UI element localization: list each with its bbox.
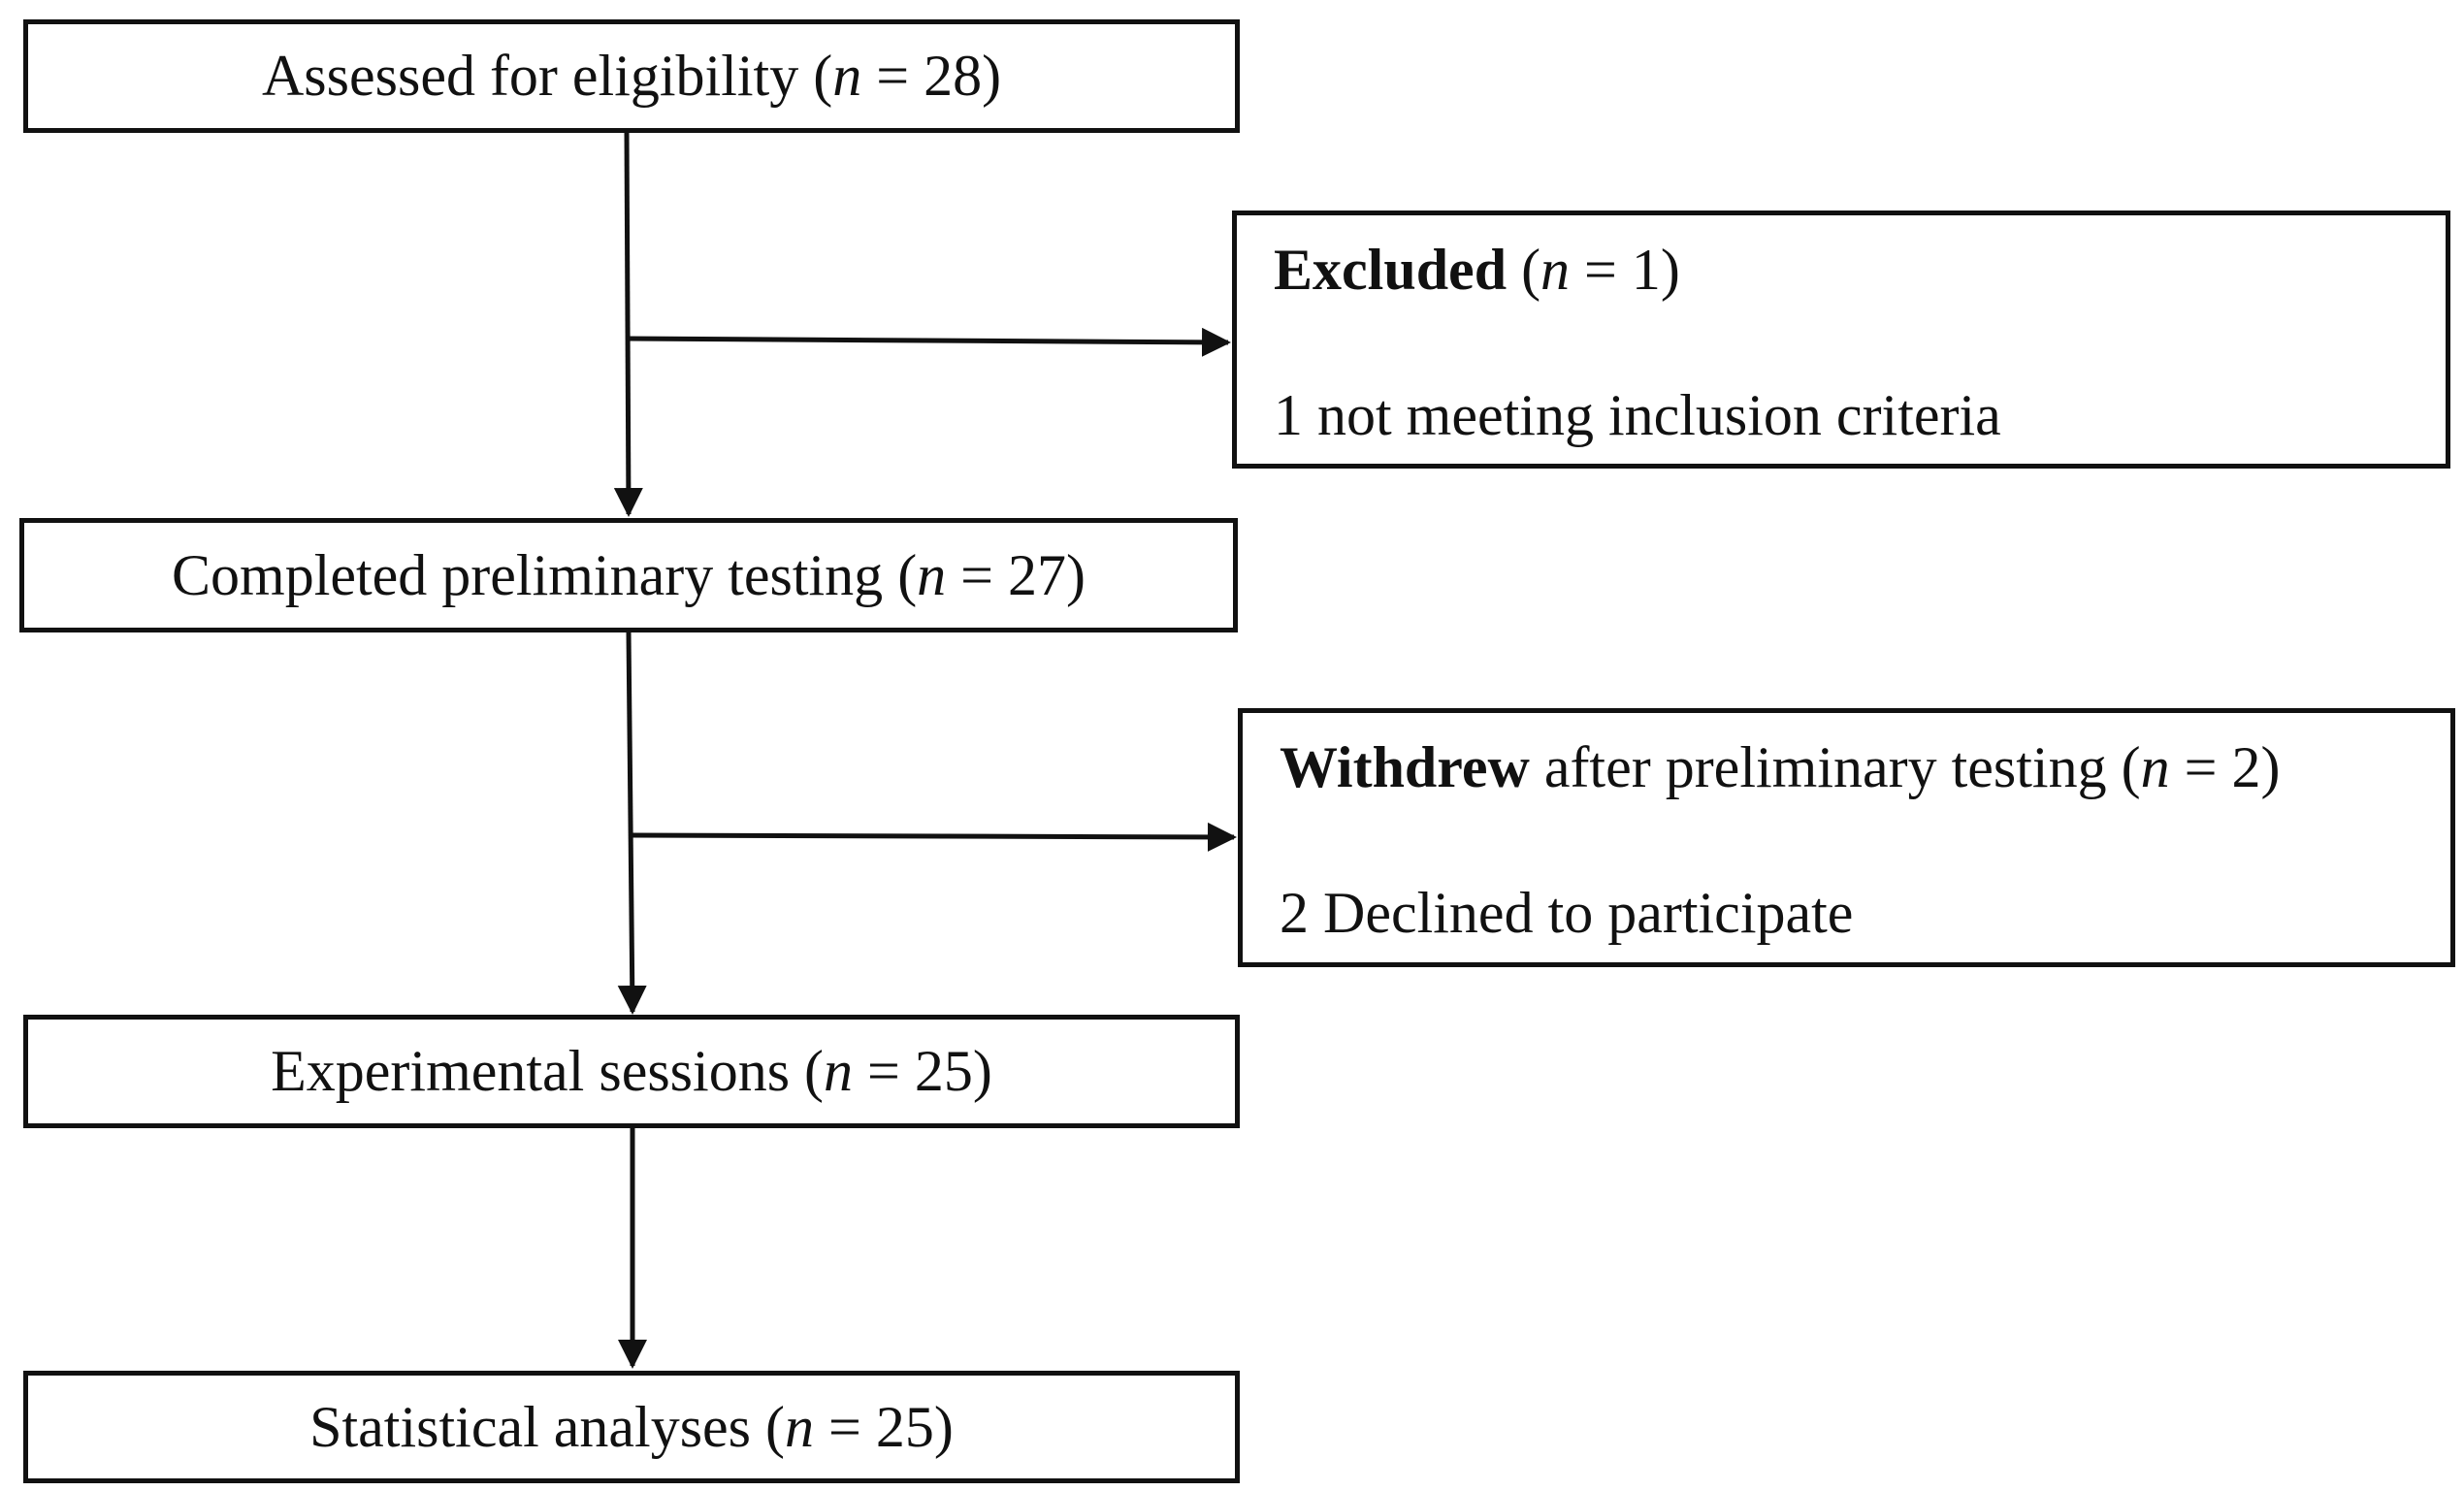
box-assessed-label: Assessed for eligibility <box>261 44 799 108</box>
box-experimental: Experimental sessions (n = 25) <box>23 1015 1240 1128</box>
arrow-to-excluded <box>626 327 1231 357</box>
box-withdrew-detail: 2 Declined to participate <box>1280 881 1854 945</box>
box-excluded: Excluded (n = 1) 1 not meeting inclusion… <box>1232 211 2450 469</box>
box-statistical-label: Statistical analyses <box>309 1394 752 1459</box>
box-withdrew: Withdrew after preliminary testing (n = … <box>1238 708 2455 967</box>
box-completed: Completed preliminary testing (n = 27) <box>19 518 1238 632</box>
arrow-completed-to-experimental <box>617 632 647 1015</box>
box-withdrew-label: after preliminary testing <box>1529 735 2107 799</box>
box-statistical-count: 25 <box>875 1394 934 1459</box>
n-symbol: n <box>785 1394 815 1459</box>
box-withdrew-title: Withdrew <box>1280 735 1530 799</box>
arrow-assessed-to-completed <box>613 132 643 517</box>
box-completed-label: Completed preliminary testing <box>172 542 884 607</box>
box-excluded-detail: 1 not meeting inclusion criteria <box>1274 383 2001 447</box>
n-symbol: n <box>1540 238 1571 302</box>
box-withdrew-count: 2 <box>2231 735 2261 799</box>
box-statistical: Statistical analyses (n = 25) <box>23 1371 1240 1483</box>
box-completed-count: 27 <box>1008 542 1067 607</box>
box-assessed-count: 28 <box>924 44 983 108</box>
n-symbol: n <box>824 1039 854 1103</box>
arrow-to-withdrew <box>630 822 1237 852</box>
n-symbol: n <box>917 542 947 607</box>
box-excluded-title: Excluded <box>1274 238 1508 302</box>
box-excluded-count: 1 <box>1631 238 1661 302</box>
box-experimental-label: Experimental sessions <box>271 1039 791 1103</box>
n-symbol: n <box>2140 735 2170 799</box>
box-assessed: Assessed for eligibility (n = 28) <box>23 19 1240 133</box>
box-experimental-count: 25 <box>914 1039 973 1103</box>
n-symbol: n <box>832 44 862 108</box>
